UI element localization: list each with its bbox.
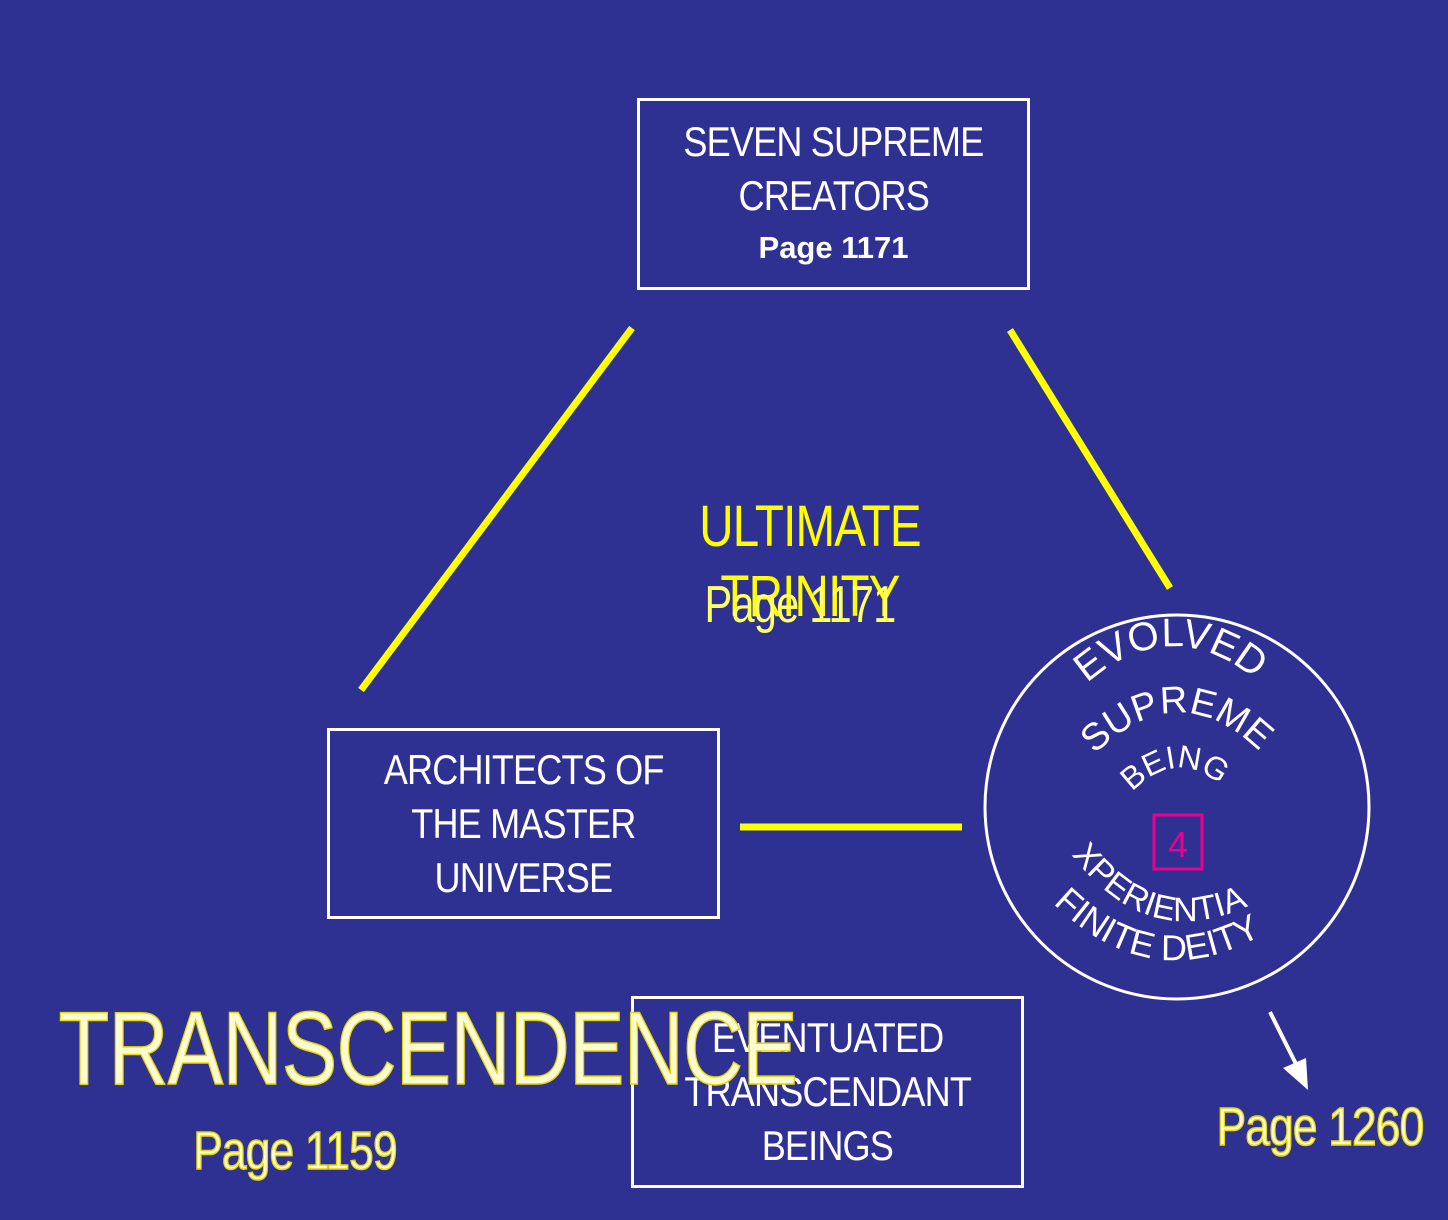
supreme-being-circle — [983, 613, 1371, 1001]
box-line: BEINGS — [761, 1122, 894, 1169]
box-line: THE MASTER — [411, 799, 636, 847]
box-line: CREATORS — [738, 172, 929, 219]
seven-supreme-creators-box: SEVEN SUPREME CREATORS Page 1171 — [637, 98, 1030, 290]
box-line: ARCHITECTS OF — [383, 745, 665, 793]
arc-text-being: BEING — [1113, 738, 1236, 797]
box-line: SEVEN SUPREME — [683, 118, 985, 165]
transcendence-title: TRANSCENDENCE — [58, 991, 798, 1107]
box-line: EVENTUATED — [711, 1014, 944, 1061]
page-1260-ref: Page 1260 — [1216, 1096, 1425, 1158]
number-box — [1152, 813, 1204, 871]
arc-text-evolved: EVOLVED — [1066, 611, 1276, 690]
box-line: TRANSCENDANT — [684, 1068, 972, 1115]
number-label: 4 — [1168, 824, 1188, 865]
connector-line-right — [1007, 328, 1173, 590]
eventuated-beings-box: EVENTUATED TRANSCENDANT BEINGS — [631, 996, 1024, 1188]
arc-text-supreme: SUPREME — [1073, 679, 1281, 761]
connector-line-left — [358, 325, 635, 693]
box-line: UNIVERSE — [434, 853, 614, 901]
box-page-ref: Page 1171 — [758, 230, 909, 265]
ultimate-trinity-page: Page 1171 — [704, 576, 897, 634]
transcendence-page: Page 1159 — [193, 1120, 399, 1182]
ultimate-trinity-title: ULTIMATE TRINITY — [699, 494, 921, 629]
arrow-icon — [1268, 1011, 1308, 1090]
architects-box: ARCHITECTS OF THE MASTER UNIVERSE — [327, 728, 720, 919]
